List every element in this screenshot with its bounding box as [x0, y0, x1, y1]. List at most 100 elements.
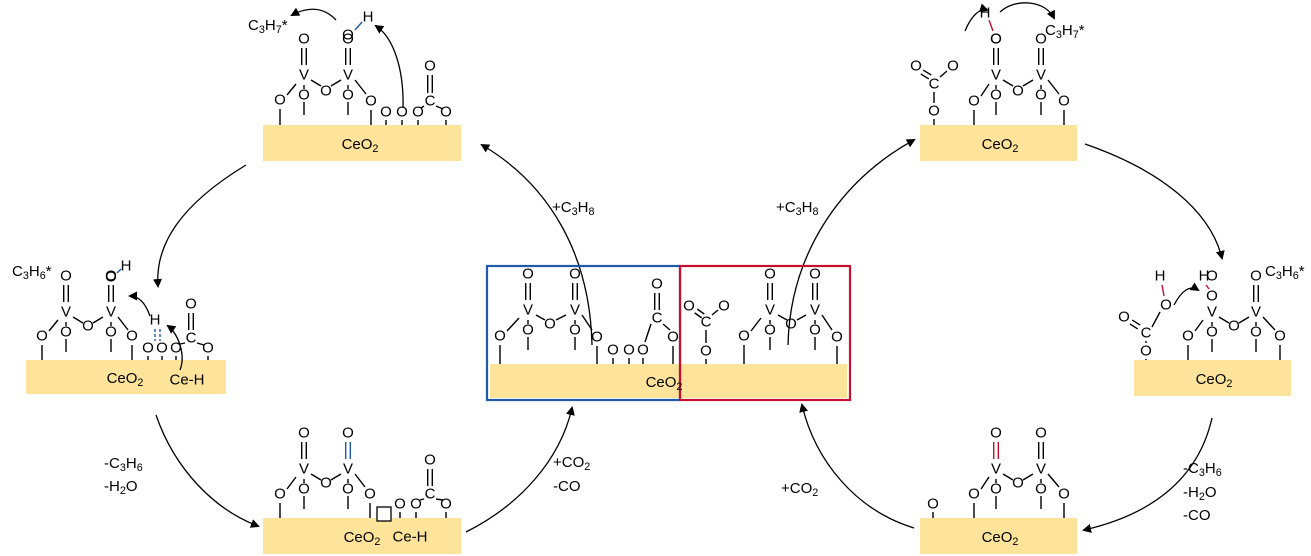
atom-label: O — [1140, 343, 1152, 360]
atom-label: O — [1058, 486, 1070, 503]
formula-text: CeO — [1196, 371, 1227, 388]
oxo-oxygen-atom: O — [990, 31, 1002, 48]
bond-line — [777, 314, 788, 321]
atom-label: O — [394, 496, 406, 513]
atom-label: O — [1012, 83, 1024, 100]
atom-label: O — [700, 343, 712, 360]
ceo2-label: CeO2 — [342, 136, 379, 156]
formula-text: H — [578, 199, 589, 216]
bond-line — [92, 316, 104, 324]
ceo2-label: CeO2 — [344, 529, 381, 549]
oxo-oxygen-atom: O — [342, 425, 354, 442]
subscript-text: 8 — [812, 206, 818, 218]
bond-line — [980, 476, 990, 490]
carbonate-carbon-atom: C — [186, 330, 197, 347]
atom-label: O — [410, 496, 422, 513]
subscript-text: 3 — [1056, 29, 1062, 41]
cycle-arrow — [155, 414, 260, 528]
atom-label: O — [607, 342, 619, 359]
bond-line — [420, 105, 425, 109]
atom-label: O — [156, 340, 168, 357]
subscript-text: 3 — [23, 270, 29, 282]
atom-label: O — [142, 340, 154, 357]
cycle-arrow — [480, 143, 593, 346]
bond-line — [117, 316, 129, 331]
subscript-text: 3 — [796, 206, 802, 218]
hydrogen-atom: H — [980, 5, 991, 22]
subscript-text: 2 — [137, 377, 143, 389]
vanadium-atom: V — [1251, 304, 1261, 321]
bridging-oxygen-atom: O — [298, 87, 310, 104]
vanadium-atom: V — [570, 302, 580, 319]
vanadium-atom: V — [299, 67, 309, 84]
carbonate-carbon-atom: C — [929, 76, 940, 93]
atom-label: O — [947, 58, 959, 75]
bond-line — [354, 473, 366, 488]
bond-line — [435, 105, 444, 110]
top-right-ceo2-support — [920, 125, 1077, 161]
bridging-oxygen-atom: O — [522, 322, 534, 339]
oxo-oxygen-atom: O — [809, 266, 821, 283]
carbonate-carbon-atom: C — [652, 310, 663, 327]
bond-line — [1002, 473, 1014, 481]
subscript-text: 3 — [1276, 270, 1282, 282]
atom-label: O — [1012, 475, 1024, 492]
formula-text: C — [1265, 263, 1276, 280]
vanadium-atom: V — [106, 304, 116, 321]
ceo2-label: CeO2 — [1196, 371, 1233, 391]
bond-line — [662, 323, 671, 331]
subscript-text: 6 — [1293, 270, 1299, 282]
bridging-oxygen-atom: O — [1035, 481, 1047, 498]
bond-line — [644, 323, 652, 343]
formula-text: -H — [104, 478, 120, 495]
atom-label: O — [126, 328, 138, 345]
atom-label: O — [831, 329, 843, 346]
subscript-text: 2 — [1199, 491, 1205, 503]
oxo-oxygen-atom: O — [1035, 425, 1047, 442]
bond-line — [286, 476, 297, 490]
atom-label: O — [928, 103, 940, 120]
formula-text: H — [1062, 22, 1073, 39]
formula-text: H — [29, 263, 40, 280]
formula-text: CeO — [982, 529, 1013, 546]
propene-species-label: C3H6* — [12, 263, 52, 283]
vanadium-atom: V — [523, 302, 533, 319]
formula-text: -CO — [553, 478, 581, 495]
formula-text: H — [1205, 460, 1216, 477]
formula-text: CeO — [344, 529, 375, 546]
bond-line — [330, 79, 342, 87]
atom-label: O — [683, 298, 695, 315]
hydroxyl-oxygen-atom: O — [990, 31, 1002, 48]
bridging-oxygen-atom: O — [1250, 324, 1262, 341]
oxygen-atom: O — [927, 496, 939, 513]
bond-line — [1238, 316, 1250, 324]
bond-line — [196, 342, 205, 346]
top-left-ceo2-support — [263, 125, 461, 161]
propyl-species-label: C3H7* — [248, 17, 288, 37]
atom-label: O — [424, 58, 436, 75]
bond-line — [330, 473, 342, 481]
atom-label: O — [591, 329, 603, 346]
atom-label: O — [36, 328, 48, 345]
bottom-right-ceo2-support — [920, 518, 1077, 554]
double-bond-line — [922, 69, 932, 76]
vanadium-atom: V — [991, 461, 1001, 478]
propyl-species-label: C3H7* — [1045, 22, 1085, 42]
propene-species-label: C3H6* — [1265, 263, 1305, 283]
oxo-oxygen-atom: O — [522, 266, 534, 283]
carbonate-carbon-atom: C — [425, 93, 436, 110]
atom-label: O — [738, 328, 750, 345]
bridging-oxygen-atom: O — [60, 324, 72, 341]
vanadium-atom: V — [343, 461, 353, 478]
hydroxyl-oxygen-atom: O — [1160, 297, 1172, 314]
hydrogen-atom: H — [363, 9, 374, 26]
hydrogen-atom: H — [1155, 268, 1166, 285]
atom-label: O — [544, 316, 556, 333]
subscript-text: 3 — [120, 462, 126, 474]
bond-line — [310, 473, 322, 481]
atom-label: O — [380, 104, 392, 121]
atom-label: O — [623, 342, 635, 359]
oxo-oxygen-atom: O — [298, 425, 310, 442]
atom-label: O — [320, 475, 332, 492]
